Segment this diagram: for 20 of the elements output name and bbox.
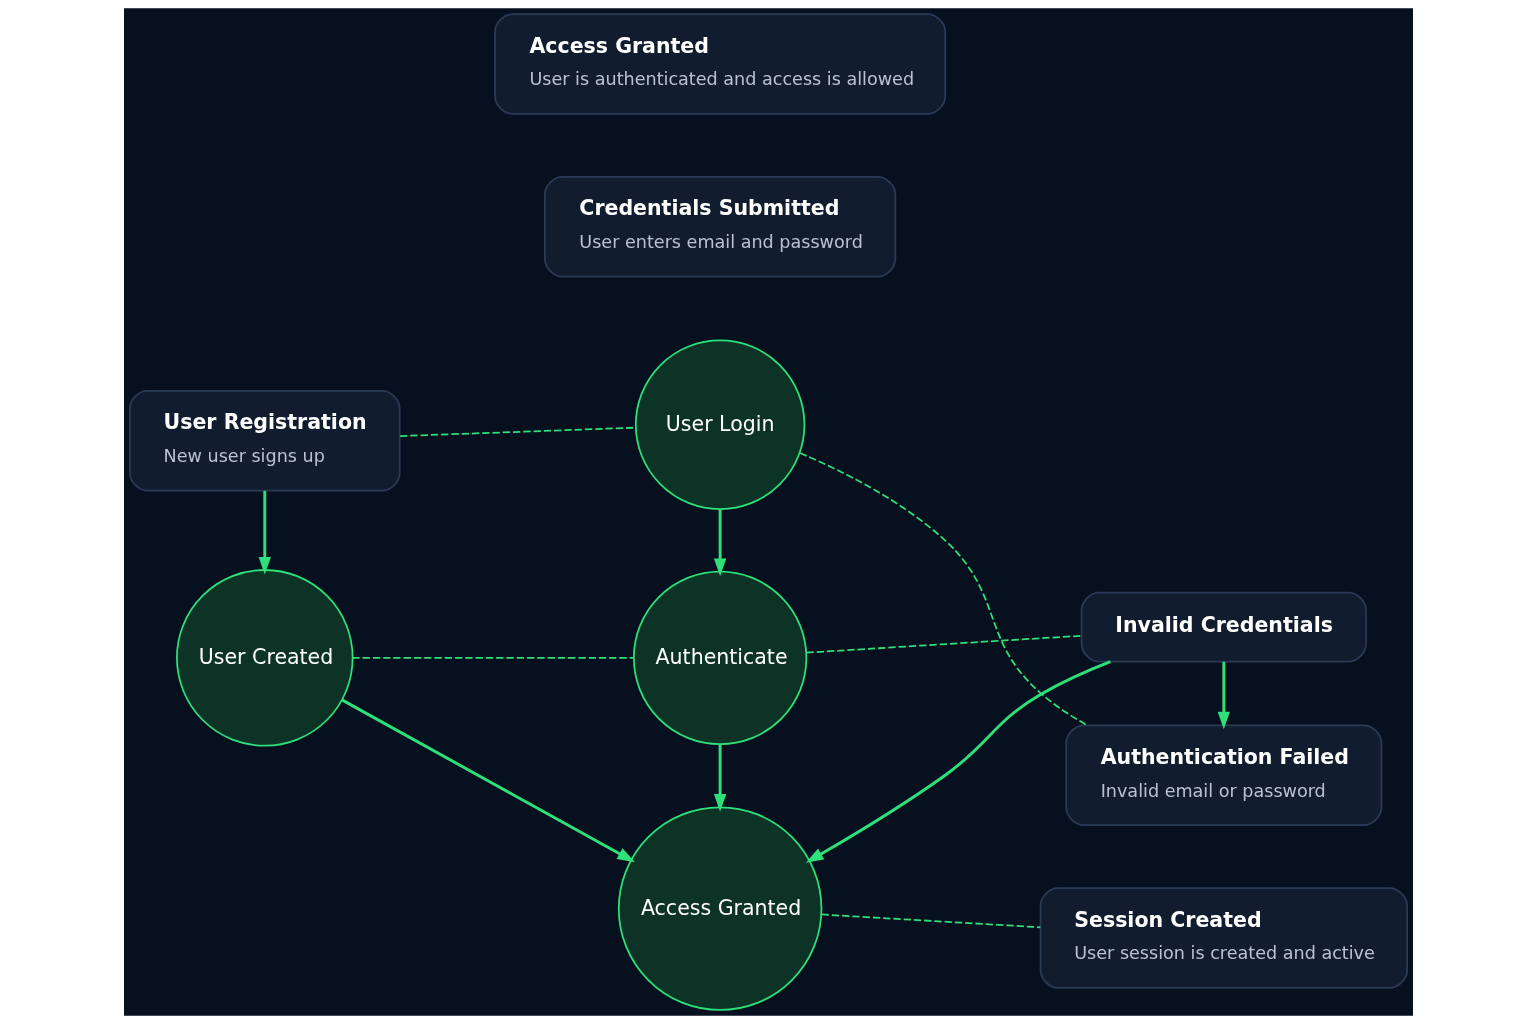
connector xyxy=(398,426,636,437)
node-circle: Authenticate xyxy=(632,570,807,746)
node-box: User Registration New user signs up xyxy=(128,390,401,492)
arrow xyxy=(805,660,1111,863)
node-box: Invalid Credentials xyxy=(1080,591,1367,663)
arrow xyxy=(1217,661,1230,730)
node-box: Credentials Submitted User enters email and password xyxy=(543,176,896,278)
connector xyxy=(820,913,1041,929)
node-box: Access Granted User is authenticated and access is allowed xyxy=(493,13,946,115)
arrow xyxy=(713,744,726,812)
arrow xyxy=(713,509,726,577)
connector xyxy=(805,634,1082,654)
node-circle: User Created xyxy=(175,569,354,747)
node-box: Session Created User session is created and active xyxy=(1039,887,1408,989)
arrow xyxy=(340,698,635,863)
node-circle: User Login xyxy=(634,339,805,510)
arrow xyxy=(258,490,271,575)
connector xyxy=(798,452,1088,727)
connector xyxy=(351,657,635,659)
node-box: Authentication Failed Invalid email or password xyxy=(1064,724,1382,826)
